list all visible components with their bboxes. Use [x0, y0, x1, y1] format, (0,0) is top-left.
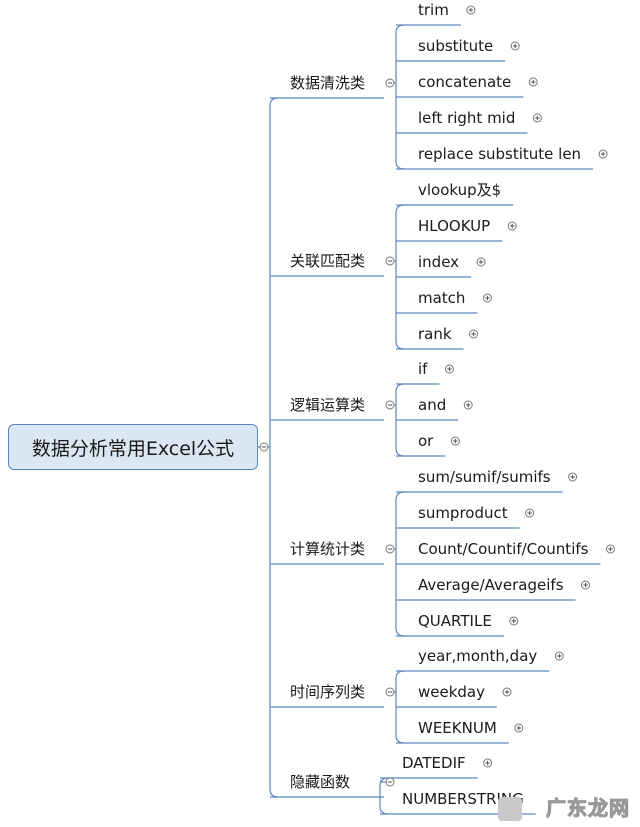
leaf-node[interactable]: match: [418, 289, 466, 307]
expand-icon[interactable]: [466, 5, 476, 15]
expand-icon[interactable]: [483, 758, 493, 768]
collapse-icon[interactable]: [385, 400, 395, 410]
leaf-node[interactable]: DATEDIF: [402, 754, 466, 772]
expand-icon[interactable]: [554, 651, 564, 661]
category-label[interactable]: 数据清洗类: [290, 74, 366, 92]
root-label: 数据分析常用Excel公式: [31, 437, 235, 460]
expand-icon[interactable]: [509, 616, 519, 626]
expand-icon[interactable]: [598, 149, 608, 159]
root-node[interactable]: 数据分析常用Excel公式: [8, 424, 258, 470]
expand-icon[interactable]: [581, 580, 591, 590]
expand-icon[interactable]: [568, 472, 578, 482]
category-label[interactable]: 时间序列类: [290, 683, 366, 701]
category-label[interactable]: 逻辑运算类: [290, 396, 366, 414]
expand-icon[interactable]: [469, 329, 479, 339]
leaf-node[interactable]: trim: [418, 1, 449, 19]
expand-icon[interactable]: [450, 436, 460, 446]
leaf-node[interactable]: year,month,day: [418, 647, 538, 665]
collapse-icon[interactable]: [385, 687, 395, 697]
leaf-node[interactable]: sumproduct: [418, 504, 508, 522]
expand-icon[interactable]: [482, 293, 492, 303]
leaf-node[interactable]: Count/Countif/Countifs: [418, 540, 589, 558]
expand-icon[interactable]: [476, 257, 486, 267]
main-trunk: [269, 97, 279, 798]
collapse-icon[interactable]: [385, 78, 395, 88]
leaf-node[interactable]: weekday: [418, 683, 486, 701]
leaf-node[interactable]: rank: [418, 325, 452, 343]
leaf-node[interactable]: or: [418, 432, 434, 450]
expand-icon[interactable]: [507, 221, 517, 231]
leaf-node[interactable]: left right mid: [418, 109, 516, 127]
watermark-logo: [498, 797, 522, 821]
expand-icon[interactable]: [532, 113, 542, 123]
leaf-node[interactable]: WEEKNUM: [418, 719, 497, 737]
expand-icon[interactable]: [514, 723, 524, 733]
expand-icon[interactable]: [528, 77, 538, 87]
leaf-node[interactable]: vlookup及$: [418, 181, 502, 199]
leaf-node[interactable]: HLOOKUP: [418, 217, 491, 235]
leaf-node[interactable]: replace substitute len: [418, 145, 582, 163]
expand-icon[interactable]: [463, 400, 473, 410]
leaf-node[interactable]: QUARTILE: [418, 612, 492, 630]
collapse-icon[interactable]: [385, 777, 395, 787]
expand-icon[interactable]: [605, 544, 615, 554]
expand-icon[interactable]: [510, 41, 520, 51]
expand-icon[interactable]: [525, 508, 535, 518]
collapse-icon[interactable]: [385, 256, 395, 266]
category-label[interactable]: 隐藏函数: [290, 773, 351, 791]
expand-icon[interactable]: [502, 687, 512, 697]
collapse-root-icon[interactable]: [259, 442, 269, 452]
leaf-node[interactable]: and: [418, 396, 447, 414]
watermark: 广东龙网: [546, 796, 630, 821]
leaf-node[interactable]: if: [418, 360, 428, 378]
leaf-node[interactable]: substitute: [418, 37, 494, 55]
category-label[interactable]: 计算统计类: [290, 540, 366, 558]
branch-bracket: [379, 777, 389, 815]
leaf-node[interactable]: index: [418, 253, 460, 271]
expand-icon[interactable]: [444, 364, 454, 374]
leaf-node[interactable]: sum/sumif/sumifs: [418, 468, 551, 486]
leaf-node[interactable]: NUMBERSTRING: [402, 790, 524, 808]
leaf-node[interactable]: Average/Averageifs: [418, 576, 564, 594]
leaf-node[interactable]: concatenate: [418, 73, 512, 91]
collapse-icon[interactable]: [385, 544, 395, 554]
category-label[interactable]: 关联匹配类: [290, 252, 366, 270]
